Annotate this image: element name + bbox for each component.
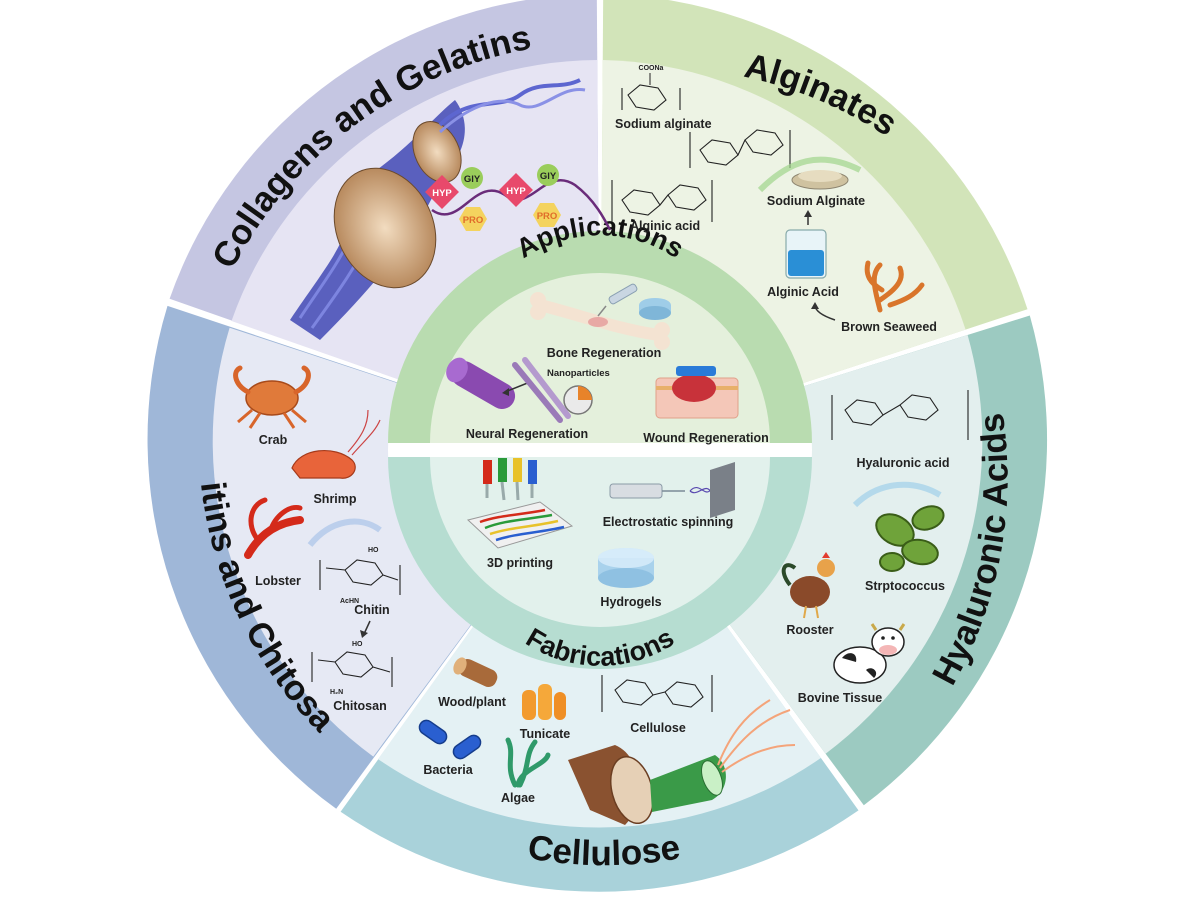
sodium-alginate-chem-label: Sodium alginate <box>615 117 712 131</box>
arrow-neural <box>504 381 531 393</box>
rooster-icon <box>781 552 835 619</box>
hyaluronic-acid-label: Hyaluronic acid <box>856 456 949 470</box>
nanoparticle-icon <box>563 385 593 415</box>
wood-plant-label: Wood/plant <box>438 695 507 709</box>
scaffold-disk-icon <box>639 298 671 320</box>
syringe-icon <box>597 283 638 317</box>
wound-regeneration-label: Wound Regeneration <box>643 431 768 445</box>
arrow-chitin-to-chitosan <box>363 620 371 635</box>
sodium-alginate-structure: COONa Sodium alginate <box>615 65 712 131</box>
fabrications-content: 3D printing Electrostatic spinning Hydro… <box>466 458 735 609</box>
svg-text:COONa: COONa <box>639 65 664 72</box>
wood-log-icon <box>453 657 498 687</box>
crab-label: Crab <box>259 433 288 447</box>
beaker-icon <box>785 229 827 279</box>
svg-text:AcHN: AcHN <box>340 598 359 605</box>
sodium-alginate-label: Sodium Alginate <box>767 194 865 208</box>
lobster-icon <box>244 497 304 559</box>
3d-printing-label: 3D printing <box>487 556 553 570</box>
brown-seaweed-label: Brown Seaweed <box>841 320 937 334</box>
alginates-illustration: COONa Sodium alginate Alginic acid Sodiu… <box>611 65 937 334</box>
triple-helix <box>438 78 581 127</box>
chitosan-structure: HO H₂N <box>311 641 393 696</box>
hyaluronic-illustration: Hyaluronic acid Strptococcus Rooster <box>781 390 969 705</box>
shrimp-label: Shrimp <box>313 492 356 506</box>
svg-text:GlY: GlY <box>464 174 481 185</box>
fibril-cross-section-small <box>412 121 462 183</box>
electrospinning-icon <box>609 462 735 518</box>
swoosh-alginates <box>757 156 862 193</box>
gly-tag-2: GlY <box>537 164 559 186</box>
bacteria-label: Bacteria <box>423 763 473 777</box>
hyaluronic-acid-structure <box>831 390 969 440</box>
fabrications-inner <box>430 457 770 627</box>
crab-icon <box>233 365 311 429</box>
pro-tag-1: PRO <box>459 207 487 231</box>
cellulose-illustration: Wood/plant Tunicate Cellulose Bacteria A… <box>418 657 796 825</box>
bone-icon <box>530 292 670 350</box>
svg-text:H₂N: H₂N <box>330 689 343 696</box>
shrimp-icon <box>291 409 381 479</box>
3d-printer-nozzles-icon <box>483 458 537 501</box>
sodium-alginate-dish <box>791 170 849 190</box>
streptococcus-label: Strptococcus <box>865 579 945 593</box>
chitin-label: Chitin <box>354 603 389 617</box>
hyp-tag-1: HYP <box>425 175 459 209</box>
alginic-acid-structure: Alginic acid <box>611 180 713 233</box>
cellulose-structure <box>601 675 713 712</box>
cellulose-fiber-illustration <box>568 699 796 825</box>
hydrogels-label: Hydrogels <box>600 595 661 609</box>
svg-text:HYP: HYP <box>506 186 526 197</box>
nanoparticles-label: Nanoparticles <box>547 368 610 379</box>
bone-regeneration-label: Bone Regeneration <box>547 346 662 360</box>
algae-label: Algae <box>501 791 535 805</box>
svg-text:PRO: PRO <box>537 211 558 222</box>
chitosan-label: Chitosan <box>333 699 386 713</box>
skin-wound-icon <box>655 366 739 419</box>
svg-text:HYP: HYP <box>432 188 452 199</box>
brown-seaweed-icon <box>864 260 925 313</box>
polyguluronate-structure <box>689 129 791 168</box>
bovine-tissue-label: Bovine Tissue <box>798 691 883 705</box>
nerve-fibers-icon <box>512 357 571 423</box>
swoosh-hyaluronic <box>852 481 942 508</box>
electrostatic-spinning-label: Electrostatic spinning <box>603 515 734 529</box>
lobster-label: Lobster <box>255 574 301 588</box>
collagen-fiber-illustration: HYP GlY HYP GlY PRO PRO <box>290 78 612 340</box>
rooster-label: Rooster <box>786 623 833 637</box>
hydrogel-disk-icon <box>598 548 654 588</box>
svg-text:HO: HO <box>352 641 363 648</box>
algae-icon <box>505 737 551 788</box>
cellulose-title: Cellulose <box>525 827 682 873</box>
alginic-acid-chem-label: Alginic acid <box>630 219 700 233</box>
pro-tag-2: PRO <box>533 203 561 227</box>
chitin-structure: HO AcHN <box>319 547 401 605</box>
print-bed-icon <box>466 501 574 549</box>
svg-text:GlY: GlY <box>540 171 557 182</box>
neural-regeneration-label: Neural Regeneration <box>466 427 588 441</box>
alginic-acid-label: Alginic Acid <box>767 285 839 299</box>
streptococcus-icon <box>875 505 945 572</box>
cellulose-label: Cellulose <box>630 721 686 735</box>
neural-conduit-icon <box>446 357 516 409</box>
cow-icon <box>833 623 906 684</box>
peptide-chain <box>431 178 612 231</box>
tunicate-label: Tunicate <box>520 727 571 741</box>
fibril-cross-section-large <box>333 167 437 289</box>
bacteria-icon <box>418 719 482 760</box>
svg-text:HO: HO <box>368 547 379 554</box>
gly-tag-1: GlY <box>461 167 483 189</box>
chitins-illustration: Crab Shrimp Lobster HO AcHN Chitin HO H₂… <box>233 365 401 713</box>
applications-content: Bone Regeneration Nanoparticles Neural R… <box>446 283 769 445</box>
hyp-tag-2: HYP <box>499 173 533 207</box>
tunicate-icon <box>522 684 566 720</box>
swoosh-chitins <box>307 518 382 547</box>
svg-text:PRO: PRO <box>463 215 484 226</box>
